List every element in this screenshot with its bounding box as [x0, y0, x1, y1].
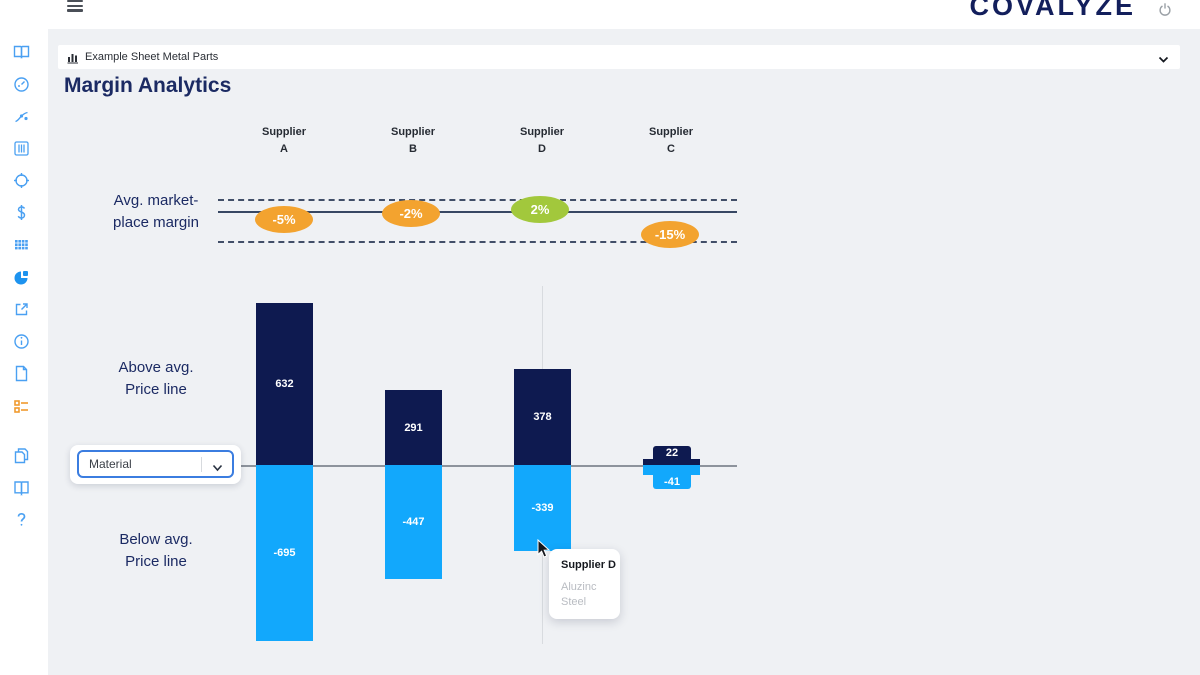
bar-below-supplier-b[interactable]: -447 [385, 465, 442, 579]
open-book-icon[interactable] [13, 43, 30, 60]
column-header-supplier-d: Supplier D [497, 124, 587, 158]
filter-card: Material [70, 445, 241, 484]
bar-value: 291 [404, 421, 423, 434]
column-header-supplier-a: Supplier A [239, 124, 329, 158]
supplier-letter: B [409, 143, 417, 155]
margin-pill-supplier-a[interactable]: -5% [255, 206, 313, 233]
margin-value: -15% [654, 227, 686, 242]
row-label-above-avg: Above avg. Price line [71, 357, 241, 401]
upper-dashed-line [218, 199, 737, 201]
page-title: Margin Analytics [64, 74, 232, 97]
bar-above-supplier-c[interactable] [643, 459, 700, 465]
chevron-down-icon[interactable] [212, 460, 223, 472]
tooltip-material-line: Aluzinc [561, 581, 597, 593]
margin-pill-supplier-c[interactable]: -15% [641, 221, 699, 248]
label-line: Price line [125, 553, 187, 570]
checklist-icon[interactable] [13, 398, 30, 415]
power-icon[interactable] [1158, 2, 1172, 16]
supplier-label: Supplier [390, 126, 435, 138]
label-line: Avg. market- [113, 192, 199, 209]
tooltip-title: Supplier D [561, 559, 617, 571]
app-logo: COVALYZE [969, 0, 1136, 19]
gauge-icon[interactable] [13, 76, 30, 93]
bar-value: -695 [273, 547, 296, 559]
label-line: Price line [125, 381, 187, 398]
material-filter-value: Material [89, 457, 132, 471]
logo-container: COVALYZE [969, 0, 1136, 19]
bar-value: -339 [531, 502, 554, 514]
bar-below-supplier-a[interactable]: -695 [256, 465, 313, 641]
bar-value: -41 [664, 476, 680, 488]
margin-value: -2% [399, 206, 423, 221]
supplier-label: Supplier [648, 126, 693, 138]
price-line-axis [218, 465, 737, 467]
margin-value: 2% [530, 202, 550, 217]
row-label-below-avg: Below avg. Price line [71, 529, 241, 573]
copy-icon[interactable] [13, 447, 30, 464]
mouse-cursor [537, 538, 552, 559]
book-icon[interactable] [13, 479, 30, 496]
bar-value: 378 [533, 411, 552, 423]
tooltip-material-line: Steel [561, 596, 587, 608]
document-icon[interactable] [13, 365, 30, 382]
question-icon[interactable] [13, 511, 30, 528]
column-header-supplier-b: Supplier B [368, 124, 458, 158]
bar-chart-icon [67, 51, 79, 64]
sidebar [0, 0, 48, 675]
sliders-icon[interactable] [13, 140, 30, 157]
pie-chart-icon[interactable] [13, 269, 30, 286]
top-bar: COVALYZE [0, 0, 1200, 29]
select-divider [201, 457, 202, 472]
margin-pill-supplier-d[interactable]: 2% [511, 196, 569, 223]
menu-icon[interactable] [67, 0, 83, 14]
label-line: Below avg. [119, 531, 193, 548]
external-link-icon[interactable] [13, 301, 30, 318]
dollar-icon[interactable] [13, 204, 30, 221]
supplier-letter: A [280, 143, 288, 155]
bar-value: 22 [665, 446, 679, 459]
bar-below-supplier-c[interactable] [643, 465, 700, 475]
target-icon[interactable] [13, 172, 30, 189]
bar-above-supplier-a[interactable]: 632 [256, 303, 313, 465]
chart-tooltip: Supplier D Aluzinc Steel [549, 549, 620, 619]
supplier-label: Supplier [519, 126, 564, 138]
label-line: Above avg. [118, 359, 194, 376]
supplier-label: Supplier [261, 126, 306, 138]
marketplace-margin-line [218, 211, 737, 213]
bar-above-supplier-b[interactable]: 291 [385, 390, 442, 465]
grid-icon[interactable] [13, 236, 30, 253]
bar-value-badge-below-supplier-c[interactable]: -41 [653, 475, 691, 489]
row-label-marketplace-margin: Avg. market- place margin [71, 190, 241, 234]
bar-value: -447 [402, 516, 425, 528]
bar-above-supplier-d[interactable]: 378 [514, 369, 571, 465]
supplier-letter: D [538, 143, 546, 155]
supplier-letter: C [667, 143, 675, 155]
branch-icon[interactable] [13, 108, 30, 125]
bar-value: 632 [275, 378, 294, 390]
margin-pill-supplier-b[interactable]: -2% [382, 200, 440, 227]
material-filter-select[interactable]: Material [77, 450, 234, 478]
margin-value: -5% [272, 212, 296, 227]
lower-dashed-line [218, 241, 737, 243]
column-header-supplier-c: Supplier C [626, 124, 716, 158]
report-selector-label: Example Sheet Metal Parts [85, 51, 219, 63]
bar-below-supplier-d[interactable]: -339 [514, 465, 571, 551]
report-selector[interactable]: Example Sheet Metal Parts [58, 45, 1180, 69]
bar-value-badge-above-supplier-c[interactable]: 22 [653, 446, 691, 459]
info-icon[interactable] [13, 333, 30, 350]
chevron-down-icon[interactable] [1158, 52, 1169, 63]
label-line: place margin [113, 214, 199, 231]
